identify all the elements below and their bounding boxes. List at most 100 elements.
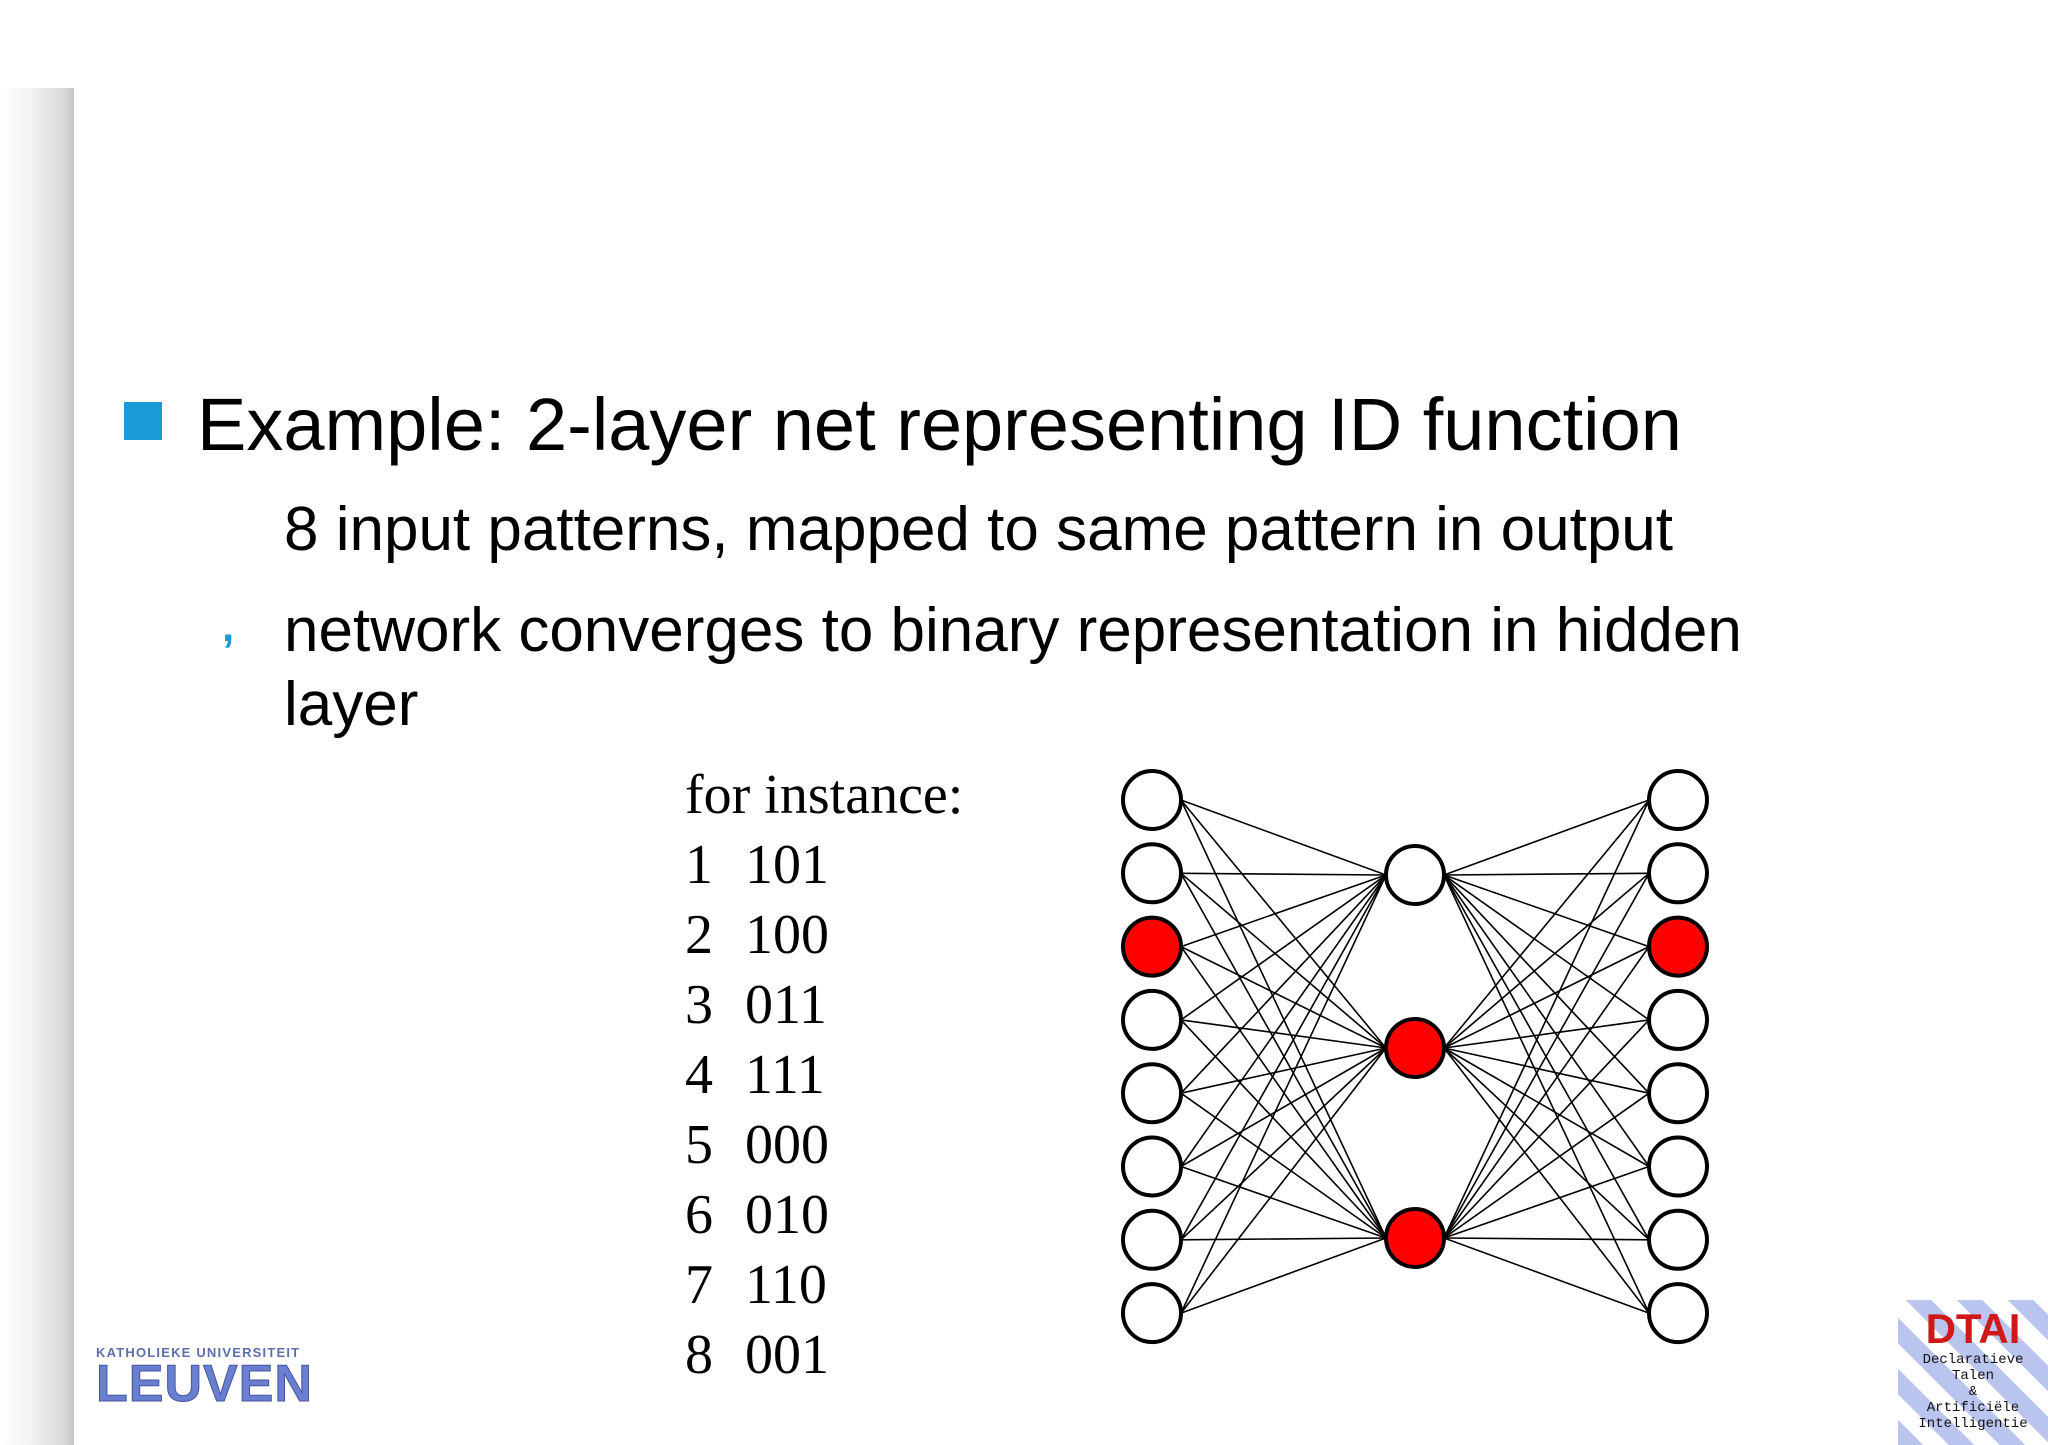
- instance-row: 2 100: [685, 900, 963, 970]
- network-edge: [1443, 946, 1650, 1239]
- network-edge: [1180, 1047, 1387, 1314]
- network-edge: [1180, 872, 1387, 1049]
- instance-code: 011: [745, 974, 827, 1036]
- network-edge: [1443, 1237, 1650, 1241]
- network-edge: [1180, 874, 1387, 1094]
- output-node: [1647, 915, 1709, 978]
- output-node: [1647, 842, 1709, 905]
- network-edge: [1443, 872, 1650, 1239]
- input-node: [1121, 1062, 1183, 1125]
- subpoint-line-2: network converges to binary representati…: [284, 596, 1742, 665]
- output-node: [1647, 988, 1709, 1051]
- input-node: [1121, 1208, 1183, 1271]
- output-node: [1647, 1135, 1709, 1198]
- ku-leuven-logo: KATHOLIEKE UNIVERSITEIT LEUVEN: [96, 1345, 313, 1413]
- network-nodes: [1121, 769, 1709, 1345]
- network-edge: [1180, 874, 1387, 1167]
- subpoint-line-1: 8 input patterns, mapped to same pattern…: [284, 495, 1674, 564]
- input-node: [1121, 1282, 1183, 1345]
- network-edge: [1180, 945, 1387, 1049]
- network-edge: [1180, 799, 1387, 1049]
- hidden-node: [1384, 844, 1446, 906]
- instance-code: 100: [745, 904, 829, 966]
- hidden-node: [1384, 1017, 1446, 1079]
- instance-row: 4 111: [685, 1040, 963, 1110]
- network-edge: [1180, 874, 1387, 1241]
- network-edge: [1443, 1047, 1650, 1314]
- network-edge: [1443, 1047, 1650, 1094]
- network-edge: [1443, 1047, 1650, 1241]
- dtai-logo-line: Artificiële: [1926, 1400, 2020, 1416]
- hidden-node: [1384, 1207, 1446, 1269]
- network-edge: [1180, 1237, 1387, 1314]
- network-edge: [1443, 874, 1650, 1094]
- instance-row: 6 010: [685, 1180, 963, 1250]
- network-edge: [1180, 874, 1387, 948]
- ku-logo-small-text: KATHOLIEKE UNIVERSITEIT: [96, 1345, 301, 1360]
- dtai-logo-line: &: [1968, 1384, 1978, 1400]
- output-node: [1647, 1208, 1709, 1271]
- instance-code: 110: [745, 1254, 827, 1316]
- instance-num: 5: [685, 1114, 713, 1176]
- network-edge: [1443, 1019, 1650, 1239]
- slide-title: Example: 2-layer net representing ID fun…: [197, 383, 1682, 466]
- output-node: [1647, 1282, 1709, 1345]
- instance-row: 5 000: [685, 1110, 963, 1180]
- network-edge: [1443, 872, 1650, 1049]
- input-node: [1121, 1135, 1183, 1198]
- instance-code: 101: [745, 834, 829, 896]
- network-edge: [1443, 799, 1650, 876]
- dtai-logo-title: DTAI: [1925, 1305, 2021, 1352]
- network-edge: [1443, 1165, 1650, 1239]
- network-edge: [1180, 1019, 1387, 1049]
- instance-code: 000: [745, 1114, 829, 1176]
- instance-num: 6: [685, 1184, 713, 1246]
- network-edge: [1443, 799, 1650, 1239]
- subpoint-line-3: layer: [284, 670, 419, 739]
- ku-logo-big-text: LEUVEN: [96, 1355, 313, 1413]
- dtai-logo-line: Intelligentie: [1918, 1416, 2028, 1432]
- sidebar-bar: [0, 88, 74, 1445]
- instance-row: 7 110: [685, 1250, 963, 1320]
- network-edge: [1180, 872, 1387, 1239]
- network-edges: [1180, 799, 1650, 1314]
- network-diagram: [1121, 769, 1709, 1345]
- instance-code: 010: [745, 1184, 829, 1246]
- network-edge: [1180, 1019, 1387, 1239]
- network-edge: [1180, 799, 1387, 876]
- network-edge: [1180, 1047, 1387, 1094]
- network-edge: [1443, 872, 1650, 876]
- network-edge: [1443, 1092, 1650, 1239]
- network-edge: [1443, 874, 1650, 1314]
- network-edge: [1443, 874, 1650, 948]
- dtai-logo-line: Talen: [1951, 1368, 1994, 1384]
- instance-num: 8: [685, 1324, 713, 1386]
- dtai-logo-line: Declaratieve: [1922, 1352, 2024, 1368]
- sub-bullet-icon: ,: [222, 602, 235, 651]
- network-edge: [1443, 1019, 1650, 1049]
- instance-row: 1 101: [685, 830, 963, 900]
- instance-num: 1: [685, 834, 713, 896]
- instance-row: 8 001: [685, 1320, 963, 1390]
- instance-row: 3 011: [685, 970, 963, 1040]
- dtai-logo: DTAI Declaratieve Talen & Artificiële In…: [1898, 1300, 2048, 1445]
- input-node: [1121, 769, 1183, 831]
- instance-num: 7: [685, 1254, 713, 1316]
- instance-num: 2: [685, 904, 713, 966]
- input-node: [1121, 915, 1183, 978]
- instance-code: 111: [745, 1044, 825, 1106]
- instance-code: 001: [745, 1324, 829, 1386]
- network-edge: [1180, 874, 1387, 1314]
- instance-num: 3: [685, 974, 713, 1036]
- network-edge: [1443, 799, 1650, 1049]
- network-edge: [1443, 1237, 1650, 1314]
- network-edge: [1180, 799, 1387, 1239]
- network-edge: [1180, 1237, 1387, 1241]
- input-node: [1121, 988, 1183, 1051]
- network-edge: [1180, 1165, 1387, 1239]
- instance-num: 4: [685, 1044, 713, 1106]
- network-edge: [1180, 874, 1387, 1021]
- network-edge: [1443, 945, 1650, 1049]
- network-edge: [1180, 872, 1387, 876]
